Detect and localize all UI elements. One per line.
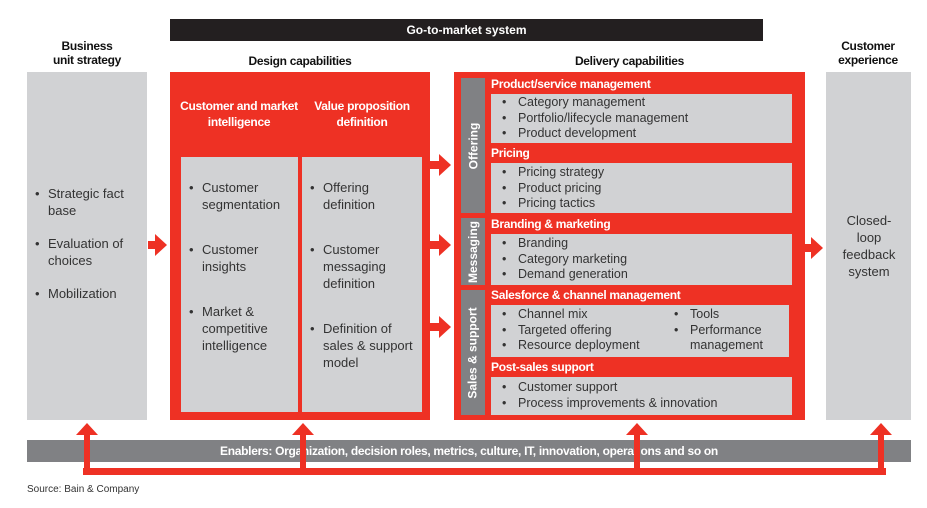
arrow-stem — [430, 241, 440, 249]
arrow-stem — [84, 434, 90, 472]
list-item: Customer insights — [187, 241, 295, 275]
section-title: Salesforce & channel management — [491, 288, 681, 302]
list-item: Offering definition — [308, 179, 418, 213]
section-title: Product/service management — [491, 77, 651, 91]
section-box: Category managementPortfolio/lifecycle m… — [491, 94, 792, 143]
tab-messaging: Messaging — [461, 218, 485, 285]
arrow-right-icon — [439, 316, 451, 338]
arrow-up-icon — [626, 423, 648, 435]
list-item: Evaluation of choices — [33, 235, 143, 269]
list-item: Pricing tactics — [491, 196, 792, 212]
list-item: Performance management — [663, 323, 783, 354]
section-title: Branding & marketing — [491, 217, 611, 231]
tab-offering: Offering — [461, 78, 485, 213]
arrow-right-icon — [439, 234, 451, 256]
arrow-stem — [430, 323, 440, 331]
arrow-stem — [430, 161, 440, 169]
list-item: Category management — [491, 95, 792, 111]
design-title: Design capabilities — [248, 54, 352, 68]
feedback-line — [83, 468, 886, 475]
delivery-title: Delivery capabilities — [574, 54, 685, 68]
enablers-bar: Enablers: Organization, decision roles, … — [27, 440, 911, 462]
list-item: Definition of sales & support model — [308, 320, 418, 371]
list-item: Demand generation — [491, 267, 792, 283]
arrow-stem — [878, 434, 884, 472]
list-item: Channel mix — [491, 307, 661, 323]
section-box: Channel mixTargeted offeringResource dep… — [491, 305, 789, 357]
list-item: Pricing strategy — [491, 165, 792, 181]
go-to-market-banner: Go-to-market system — [170, 19, 763, 41]
arrow-stem — [300, 434, 306, 472]
list-item: Mobilization — [33, 285, 143, 302]
arrow-right-icon — [155, 234, 167, 256]
section-box: BrandingCategory marketingDemand generat… — [491, 234, 792, 285]
design-col-box: Customer segmentation Customer insights … — [181, 157, 298, 412]
customer-box: Closed-loop feedback system — [826, 72, 911, 420]
arrow-right-icon — [811, 237, 823, 259]
list-item: Targeted offering — [491, 323, 661, 339]
list-item: Product pricing — [491, 181, 792, 197]
list-item: Category marketing — [491, 252, 792, 268]
arrow-up-icon — [76, 423, 98, 435]
business-list: Strategic fact base Evaluation of choice… — [33, 185, 143, 318]
section-box: Pricing strategyProduct pricingPricing t… — [491, 163, 792, 213]
design-col-title: Value proposition definition — [314, 99, 410, 129]
list-item: Customer support — [491, 380, 792, 396]
list-item: Product development — [491, 126, 792, 142]
delivery-box: Offering Messaging Sales & support Produ… — [454, 72, 805, 420]
list-item: Customer messaging definition — [308, 241, 418, 292]
list-item: Process improvements & innovation — [491, 396, 792, 412]
arrow-right-icon — [439, 154, 451, 176]
arrow-stem — [634, 434, 640, 472]
arrow-up-icon — [292, 423, 314, 435]
design-col-title: Customer and market intelligence — [180, 99, 298, 129]
customer-title: Customer experience — [838, 39, 898, 67]
customer-body: Closed-loop feedback system — [842, 213, 896, 279]
tab-sales-support: Sales & support — [461, 290, 485, 415]
source-note: Source: Bain & Company — [27, 484, 140, 495]
design-col-box: Offering definition Customer messaging d… — [302, 157, 422, 412]
arrow-up-icon — [870, 423, 892, 435]
list-item: Tools — [663, 307, 783, 323]
list-item: Market & competitive intelligence — [187, 303, 295, 354]
arrow-stem — [805, 244, 813, 252]
business-title: Business unit strategy — [52, 39, 122, 67]
list-item: Resource deployment — [491, 338, 661, 354]
arrow-stem — [148, 241, 156, 249]
design-box: Customer and market intelligence Value p… — [170, 72, 430, 420]
list-item: Portfolio/lifecycle management — [491, 111, 792, 127]
list-item: Branding — [491, 236, 792, 252]
section-title: Post-sales support — [491, 360, 594, 374]
section-title: Pricing — [491, 146, 530, 160]
list-item: Customer segmentation — [187, 179, 295, 213]
section-box: Customer supportProcess improvements & i… — [491, 377, 792, 415]
business-box: Strategic fact base Evaluation of choice… — [27, 72, 147, 420]
list-item: Strategic fact base — [33, 185, 143, 219]
